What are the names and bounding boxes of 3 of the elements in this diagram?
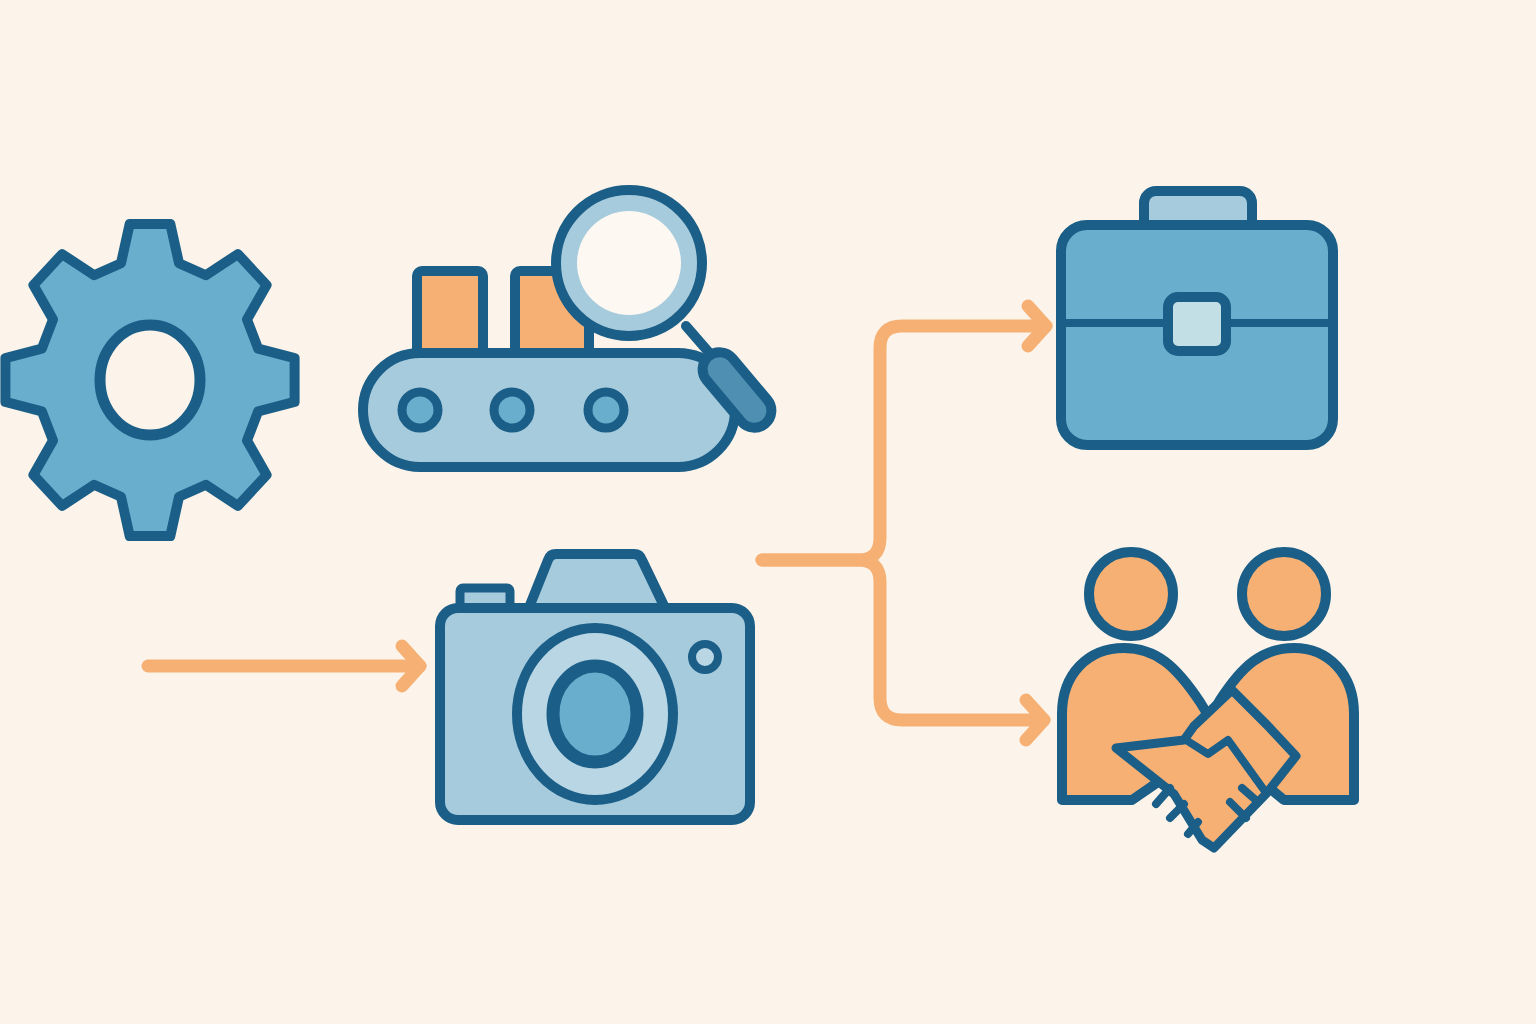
arrow [141, 639, 427, 693]
arrow [755, 553, 1051, 747]
gear-icon [0, 218, 300, 542]
